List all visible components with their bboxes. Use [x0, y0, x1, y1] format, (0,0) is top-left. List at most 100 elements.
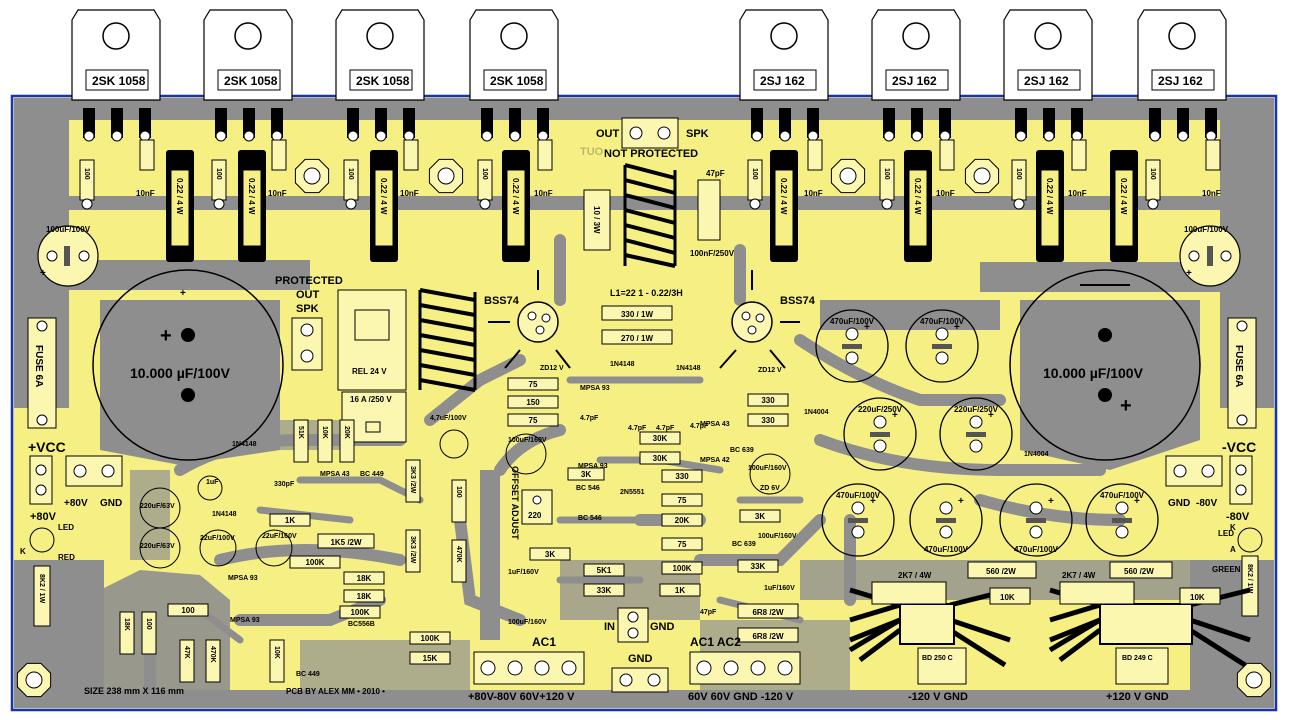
svg-text:10 / 3W: 10 / 3W [592, 206, 601, 234]
svg-text:100: 100 [215, 168, 222, 180]
svg-text:0.22 / 4 W: 0.22 / 4 W [913, 178, 922, 215]
mounting-hole-1 [294, 158, 330, 194]
svg-text:150: 150 [526, 398, 540, 407]
driver-resistor-8: 30K [639, 431, 681, 445]
vertical-resistor-10: 10K [269, 639, 285, 683]
svg-text:16 A /250 V: 16 A /250 V [350, 395, 392, 404]
vertical-resistor-6: 18K [119, 611, 135, 655]
svg-text:K: K [20, 547, 26, 556]
svg-text:+80V: +80V [30, 511, 57, 523]
semi-label-2: 1N4148 [676, 365, 701, 372]
cap-label-11: 220uF/63V [140, 503, 175, 510]
svg-text:GND: GND [1168, 498, 1190, 509]
cap-label-10: 22uF/100V [200, 535, 235, 542]
svg-text:470K: 470K [209, 646, 216, 663]
mounting-hole-3 [830, 158, 866, 194]
svg-text:100: 100 [347, 168, 354, 180]
svg-text:75: 75 [678, 496, 687, 505]
power-transistor-6: 2SJ 162 100 10nF [871, 9, 961, 210]
svg-text:K: K [1230, 523, 1236, 532]
small-cap-4 [255, 529, 293, 567]
svg-text:270 / 1W: 270 / 1W [621, 334, 653, 343]
svg-text:100nF/250V: 100nF/250V [690, 249, 735, 258]
filter-cap-4: 220uF/250V+ [939, 397, 1013, 471]
svg-text:OUT: OUT [296, 289, 320, 301]
svg-text:5K1: 5K1 [597, 566, 612, 575]
svg-text:10nF: 10nF [936, 189, 955, 198]
svg-text:100K: 100K [350, 608, 369, 617]
driver-resistor-20: 3K [739, 509, 781, 523]
svg-text:3K: 3K [755, 512, 765, 521]
svg-text:10K: 10K [1190, 593, 1205, 602]
power-transistor-label: 2SK 1058 [92, 74, 146, 88]
svg-text:100: 100 [883, 168, 890, 180]
svg-text:+: + [954, 322, 960, 333]
svg-text:IN: IN [604, 621, 615, 633]
svg-text:3K: 3K [581, 470, 591, 479]
fuse-left: FUSE 6A [27, 317, 57, 429]
semi-label-23: MPSA 93 [228, 575, 258, 582]
svg-text:0.22 / 4 W: 0.22 / 4 W [1045, 178, 1054, 215]
svg-text:100: 100 [751, 168, 758, 180]
svg-text:47K: 47K [183, 646, 190, 659]
svg-text:100: 100 [181, 606, 195, 615]
small-cap-5 [197, 475, 223, 501]
cap-100uf-right: 100uF/100V + [1179, 225, 1241, 287]
svg-text:75: 75 [529, 380, 538, 389]
board-size: SIZE 238 mm X 116 mm [84, 686, 184, 696]
svg-text:100: 100 [1149, 168, 1156, 180]
svg-text:+: + [864, 322, 870, 333]
svg-text:47pF: 47pF [706, 169, 725, 178]
power-transistor-label: 2SJ 162 [1024, 74, 1069, 88]
svg-text:0.22 / 4 W: 0.22 / 4 W [247, 178, 256, 215]
svg-text:+80V: +80V [64, 498, 88, 509]
emitter-resistor-1: 0.22 / 4 W [166, 150, 194, 262]
big-cap-left-label: 10.000 µF/100V [130, 365, 231, 381]
svg-text:+: + [988, 410, 994, 421]
driver-resistor-6: 330 [747, 393, 789, 407]
svg-text:3K3 /2W: 3K3 /2W [409, 466, 416, 494]
svg-text:+120 V GND: +120 V GND [1106, 691, 1169, 703]
driver-resistor-1: 330 / 1W [601, 305, 673, 321]
emitter-resistor-5: 0.22 / 4 W [770, 150, 798, 262]
protected-output: PROTECTED OUT SPK [275, 275, 343, 371]
res-560-left: 560 /2W [967, 561, 1037, 579]
res-2k7-left: 2K7 / 4W [871, 571, 947, 605]
semi-label-27: 1N4004 [1024, 451, 1049, 458]
cap-label-14: 330pF [274, 481, 295, 488]
vertical-resistor-11: 3K3 /2W [405, 459, 421, 503]
svg-text:10K: 10K [273, 646, 280, 659]
connector-in: IN GND [604, 607, 675, 643]
filter-cap-2: 470uF/100V+ [905, 309, 979, 383]
power-transistor-label: 2SJ 162 [892, 74, 937, 88]
svg-text:6R8 /2W: 6R8 /2W [752, 632, 784, 641]
vcc-neg-label: -VCC [1222, 439, 1256, 455]
heatsink-left: BD 250 C -120 V GND [848, 587, 1011, 703]
svg-text:20K: 20K [343, 426, 350, 439]
svg-text:15K: 15K [423, 654, 438, 663]
semi-label-5: 4.7pF [580, 415, 599, 422]
svg-text:6R8 /2W: 6R8 /2W [752, 608, 784, 617]
svg-text:BSS74: BSS74 [484, 295, 520, 307]
driver-resistor-2: 270 / 1W [601, 329, 673, 345]
svg-text:2K7 / 4W: 2K7 / 4W [1062, 571, 1096, 580]
svg-text:470uF/100V: 470uF/100V [1100, 491, 1145, 500]
svg-text:+: + [1186, 268, 1192, 279]
semi-label-14: BC 546 [578, 515, 602, 522]
svg-text:10nF: 10nF [400, 189, 419, 198]
svg-text:100uF/100V: 100uF/100V [46, 225, 91, 234]
driver-resistor-15: 3K [529, 547, 571, 561]
vcc-pos-label: +VCC [28, 439, 66, 455]
small-cap-7 [505, 433, 547, 475]
svg-text:100uF/100V: 100uF/100V [1184, 225, 1229, 234]
filter-cap-8: 470uF/100V+ [1085, 483, 1159, 557]
emitter-resistor-6: 0.22 / 4 W [904, 150, 932, 262]
driver-resistor-28: 100K [409, 631, 451, 645]
output-coil-left [418, 288, 477, 392]
svg-text:BD 250 C: BD 250 C [922, 655, 953, 662]
driver-resistor-26: 18K [343, 589, 385, 603]
